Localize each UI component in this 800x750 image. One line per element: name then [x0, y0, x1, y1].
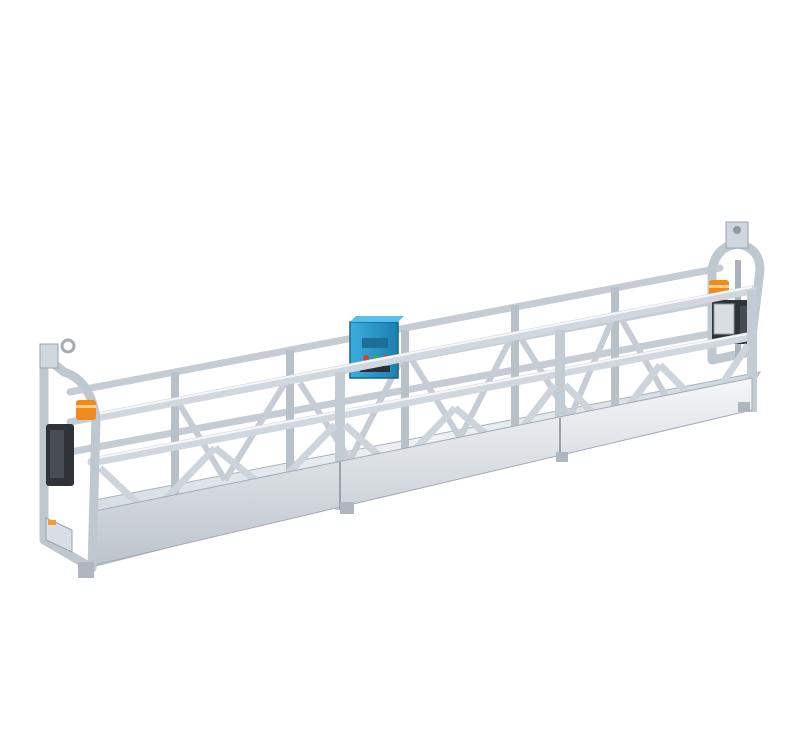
front-rail-highlights	[91, 286, 753, 460]
left-end-frame	[39, 338, 101, 573]
hoist-motor-icon	[46, 424, 74, 486]
platform-feet	[78, 402, 750, 578]
warning-light-icon	[76, 400, 96, 420]
front-railing	[87, 285, 757, 467]
